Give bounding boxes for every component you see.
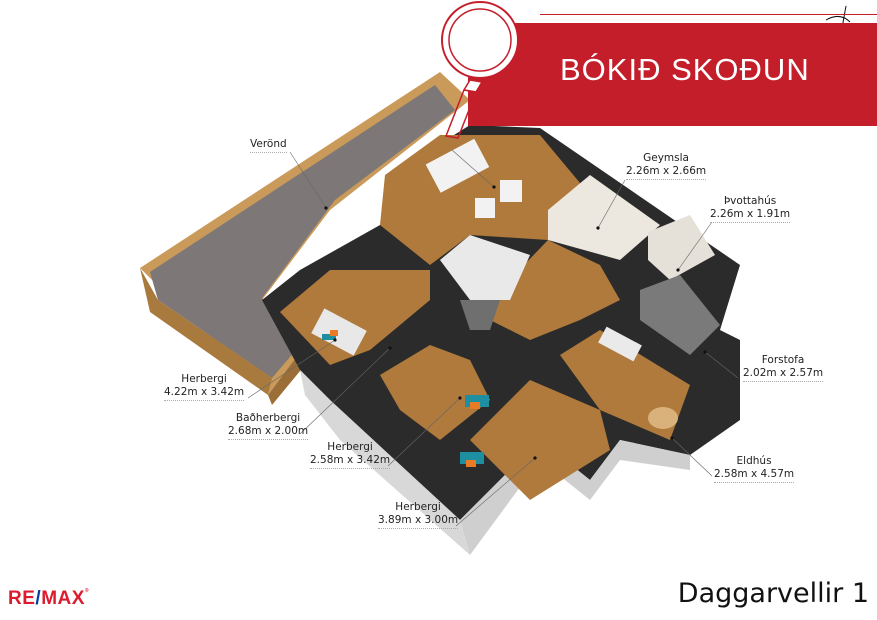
booking-banner[interactable] [468, 23, 877, 126]
room-size: 2.26m x 2.66m [626, 165, 707, 177]
room-label-thvottahus: Þvottahús 2.26m x 1.91m [710, 195, 791, 223]
room-label-herbergi-3: Herbergi 3.89m x 3.00m [378, 501, 459, 529]
room-label-badherbergi: Baðherbergi 2.68m x 2.00m [228, 412, 309, 440]
deck-terrace [140, 72, 470, 405]
logo-part-re: RE [8, 588, 36, 609]
room-name: Herbergi [327, 441, 373, 453]
room-label-geymsla: Geymsla 2.26m x 2.66m [626, 152, 707, 180]
room-label-forstofa: Forstofa 2.02m x 2.57m [743, 354, 824, 382]
booking-banner-text[interactable]: BÓKIÐ SKOÐUN [560, 52, 810, 87]
room-size: 4.22m x 3.42m [164, 386, 245, 398]
room-name: Verönd [250, 138, 287, 150]
room-name: Baðherbergi [235, 412, 301, 424]
room-name: Geymsla [643, 152, 689, 164]
room-size: 2.26m x 1.91m [710, 208, 791, 220]
room-size: 2.68m x 2.00m [228, 425, 309, 437]
room-name: Eldhús [736, 455, 772, 467]
room-size: 2.02m x 2.57m [743, 367, 824, 379]
property-address: Daggarvellir 1 [677, 578, 869, 609]
furniture [311, 138, 678, 467]
room-label-eldhus: Eldhús 2.58m x 4.57m [714, 455, 795, 483]
room-label-veronda: Verönd [250, 138, 287, 153]
logo-part-max: MAX [41, 588, 85, 609]
registered-mark: ® [84, 588, 90, 594]
room-size: 3.89m x 3.00m [378, 514, 459, 526]
remax-logo: RE/MAX® [8, 588, 89, 610]
banner-top-rule [540, 14, 877, 15]
room-label-herbergi-2: Herbergi 2.58m x 3.42m [310, 441, 391, 469]
room-name: Herbergi [181, 373, 227, 385]
leader-dots [324, 185, 707, 460]
room-name: Þvottahús [723, 195, 777, 207]
room-name: Herbergi [395, 501, 441, 513]
logo-slash: / [35, 588, 42, 609]
room-size: 2.58m x 4.57m [714, 468, 795, 480]
magnifier-icon [441, 1, 519, 139]
room-name: Forstofa [761, 354, 805, 366]
room-size: 2.58m x 3.42m [310, 454, 391, 466]
leader-lines [247, 149, 739, 527]
room-label-herbergi-1: Herbergi 4.22m x 3.42m [164, 373, 245, 401]
